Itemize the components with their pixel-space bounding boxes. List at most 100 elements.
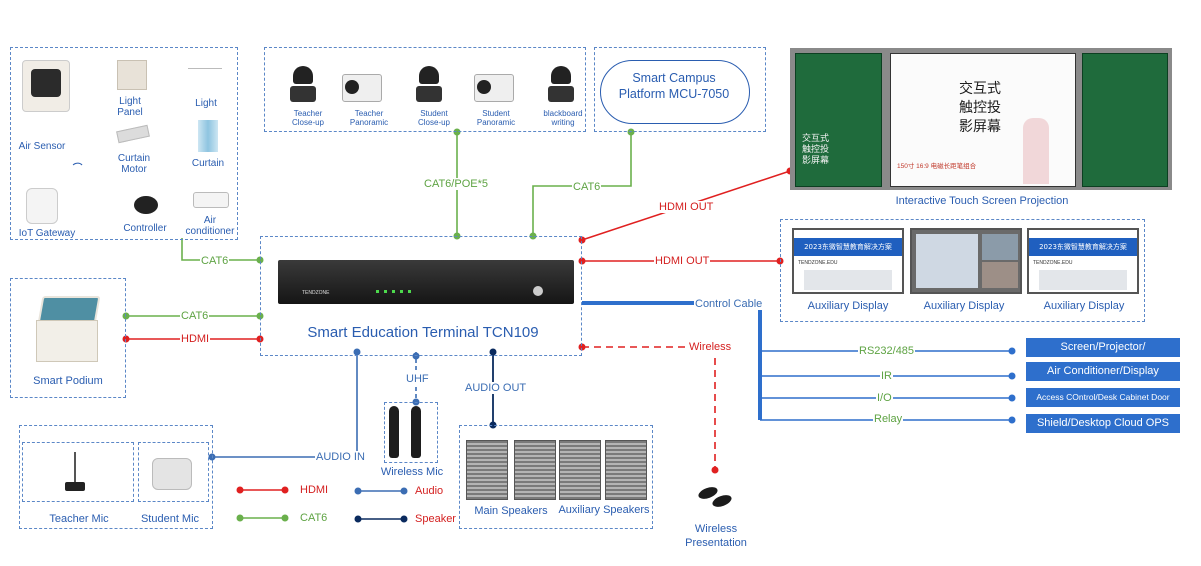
speaker-icon (466, 440, 508, 500)
display-title: 交互式 触控投 影屏幕 (959, 81, 1001, 135)
curtain-icon (198, 120, 218, 152)
aux-display: 2023东微智慧教育解决方案 TENDZONE.EDU (1027, 228, 1139, 294)
control-line-label: IR (880, 370, 893, 382)
ptz-camera-icon (419, 66, 439, 84)
control-line-label: Relay (873, 413, 904, 425)
box-camera-icon (345, 80, 359, 94)
camera-student-closeup (416, 66, 442, 104)
camera-blackboard (548, 66, 574, 104)
air-sensor-icon (22, 60, 70, 112)
legend-speaker: Speaker (414, 513, 457, 525)
uhf-label: UHF (405, 373, 430, 385)
curtain-label: Curtain (191, 158, 225, 169)
speaker-icon (605, 440, 647, 500)
terminal-label: Smart Education Terminal TCN109 (307, 324, 539, 341)
hdmi-out-label: HDMI OUT (654, 255, 711, 267)
aux-display-title: 2023东微智慧教育解决方案 (794, 238, 902, 256)
cloud-icon (600, 60, 750, 124)
left-green-board (795, 53, 882, 187)
student-mic-label: Student Mic (140, 513, 200, 525)
control-target: Access COntrol/Desk Cabinet Door (1026, 388, 1180, 407)
legend-cat6: CAT6 (299, 512, 329, 524)
gooseneck-mic-icon (62, 452, 88, 492)
wireless-presentation-label: Wireless Presentation (685, 523, 747, 549)
controller-icon (134, 196, 158, 214)
touch-screen-frame: 交互式 触控投 影屏幕 交互式 触控投 影屏幕 150寸 16:9 电磁长距笔组… (790, 48, 1172, 190)
control-target: Shield/Desktop Cloud OPS (1026, 414, 1180, 433)
camera-label: Teacher Panoramic (349, 109, 389, 127)
aux-display-label: Auxiliary Display (807, 300, 889, 312)
camera-teacher-closeup (290, 66, 316, 104)
camera-label: Student Panoramic (476, 109, 516, 127)
camera-student-panoramic (474, 74, 514, 102)
light-label: Light (195, 98, 217, 109)
control-target: Air Conditioner/Display (1026, 362, 1180, 381)
ptz-camera-icon (551, 66, 571, 84)
aux-display-label: Auxiliary Display (1043, 300, 1125, 312)
air-conditioner-icon (193, 192, 229, 208)
aux-speakers-label: Auxiliary Speakers (558, 504, 650, 516)
cloud-label: Smart Campus Platform MCU-7050 (618, 71, 730, 101)
podium-icon (36, 296, 101, 364)
camera-label: Student Close-up (417, 109, 450, 127)
air-conditioner-label: Air conditioner (185, 215, 235, 237)
wireless-label: Wireless (688, 341, 733, 353)
aux-display: 2023东微智慧教育解决方案 TENDZONE.EDU (792, 228, 904, 294)
control-cable-label: Control Cable (694, 298, 764, 310)
control-line-label: I/O (876, 392, 893, 404)
camera-label: Teacher Close-up (291, 109, 324, 127)
controller-label: Controller (123, 223, 167, 234)
box-camera-icon (477, 80, 491, 94)
control-line-label: RS232/485 (858, 345, 916, 357)
wireless-mic-box (384, 402, 438, 463)
right-green-board (1082, 53, 1168, 187)
student-mic-icon (152, 458, 192, 490)
speaker-icon (559, 440, 601, 500)
camera-teacher-panoramic (342, 74, 382, 102)
status-leds (376, 290, 416, 293)
cat6-poe-label: CAT6/POE*5 (423, 178, 489, 190)
podium-group (10, 278, 126, 398)
speaker-icon (514, 440, 556, 500)
camera-label: blackboard writing (543, 109, 583, 127)
teacher-mic-box (22, 442, 134, 502)
air-sensor-label: Air Sensor (18, 141, 66, 152)
smart-home-group (10, 47, 238, 240)
main-speakers-label: Main Speakers (474, 505, 548, 517)
power-button-icon (533, 286, 543, 296)
cloud-group (594, 47, 766, 132)
legend-hdmi: HDMI (299, 484, 330, 496)
podium-label: Smart Podium (33, 375, 103, 387)
left-board-text: 交互式 触控投 影屏幕 (802, 134, 830, 166)
legend-audio: Audio (414, 485, 445, 497)
speakers-group (459, 425, 653, 529)
terminal-brand: TENDZONE (302, 290, 330, 296)
cameras-group (264, 47, 586, 132)
aux-display (910, 228, 1022, 294)
cat6-home-label: CAT6 (200, 255, 230, 267)
wireless-mic-label: Wireless Mic (380, 466, 444, 478)
light-panel-icon (117, 60, 147, 90)
wireless-presentation-icon (696, 484, 736, 512)
curtain-motor-label: Curtain Motor (117, 153, 151, 175)
cat6-podium-label: CAT6 (180, 310, 210, 322)
audio-in-label: AUDIO IN (315, 451, 366, 463)
wireless-mic-icon (389, 406, 399, 458)
hdmi-podium-label: HDMI (180, 333, 211, 345)
iot-gateway-label: IoT Gateway (18, 228, 76, 239)
terminal-group (260, 236, 582, 356)
mics-group (19, 425, 213, 529)
light-icon (188, 68, 222, 77)
hdmi-out-label: HDMI OUT (658, 201, 715, 213)
ptz-camera-icon (293, 66, 313, 84)
control-target: Screen/Projector/ (1026, 338, 1180, 357)
light-panel-label: Light Panel (117, 96, 143, 118)
iot-gateway-icon (26, 188, 58, 224)
teacher-mic-label: Teacher Mic (49, 513, 109, 525)
display-bottom-text: 150寸 16:9 电磁长距笔组合 (897, 163, 977, 170)
student-mic-box (138, 442, 209, 502)
terminal-device: TENDZONE (278, 260, 574, 304)
center-display: 交互式 触控投 影屏幕 150寸 16:9 电磁长距笔组合 (890, 53, 1076, 187)
presenter-figure (1023, 118, 1049, 184)
touch-screen-caption: Interactive Touch Screen Projection (895, 195, 1069, 207)
